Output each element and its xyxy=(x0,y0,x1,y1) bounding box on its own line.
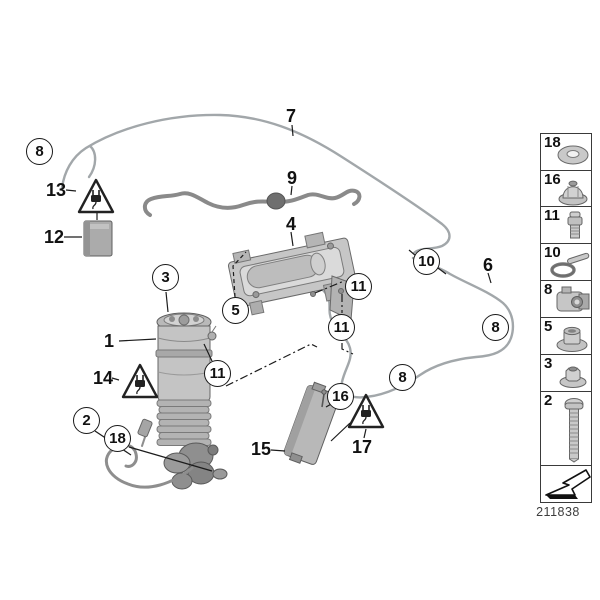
callout-15[interactable]: 15 xyxy=(250,439,272,459)
callout-5[interactable]: 5 xyxy=(222,297,249,324)
callout-6[interactable]: 6 xyxy=(482,255,494,275)
legend-item-3[interactable]: 3 xyxy=(540,353,592,392)
valve-fitting-icon xyxy=(567,211,583,239)
control-module-12 xyxy=(83,220,113,257)
callout-10[interactable]: 10 xyxy=(413,248,440,275)
clamp-icon xyxy=(550,253,590,278)
warning-triangle-14 xyxy=(121,363,159,399)
callout-13[interactable]: 13 xyxy=(45,180,67,200)
callout-11-strut[interactable]: 11 xyxy=(204,360,231,387)
holder-bracket-icon xyxy=(556,286,590,312)
air-line-7 xyxy=(60,113,451,255)
warning-triangle-13 xyxy=(77,178,115,214)
legend-item-16[interactable]: 16 xyxy=(540,169,592,208)
legend-item-10[interactable]: 10 xyxy=(540,243,592,282)
callout-8-right[interactable]: 8 xyxy=(482,314,509,341)
air-supply-unit-4 xyxy=(227,231,357,321)
callout-14[interactable]: 14 xyxy=(92,368,114,388)
legend-item-18[interactable]: 18 xyxy=(540,132,592,171)
callout-11-lower[interactable]: 11 xyxy=(328,314,355,341)
legend-arrow-box[interactable] xyxy=(540,465,592,504)
callout-12[interactable]: 12 xyxy=(43,227,65,247)
drawing-number: 211838 xyxy=(536,505,580,519)
bolt-icon xyxy=(564,397,584,463)
cable-connector xyxy=(137,418,153,438)
direction-arrow-icon xyxy=(545,469,591,500)
washer-icon xyxy=(557,145,589,165)
hose-grommet xyxy=(266,192,286,210)
callout-8-top-left[interactable]: 8 xyxy=(26,138,53,165)
callout-11-upper[interactable]: 11 xyxy=(345,273,372,300)
electrical-plug-warning-triangle-icon xyxy=(361,405,371,425)
warning-triangle-17 xyxy=(347,393,385,429)
callout-18[interactable]: 18 xyxy=(104,425,131,452)
callout-9[interactable]: 9 xyxy=(286,168,298,188)
callout-2[interactable]: 2 xyxy=(73,407,100,434)
callout-8-middle[interactable]: 8 xyxy=(389,364,416,391)
callout-7[interactable]: 7 xyxy=(285,106,297,126)
legend-item-5[interactable]: 5 xyxy=(540,316,592,355)
callout-17[interactable]: 17 xyxy=(351,437,373,457)
pressure-hose-9 xyxy=(142,188,362,217)
callout-3[interactable]: 3 xyxy=(152,264,179,291)
electrical-plug-warning-triangle-icon xyxy=(91,190,101,210)
electrical-plug-warning-triangle-icon xyxy=(135,375,145,395)
control-unit-15 xyxy=(283,381,340,465)
air-spring-strut-1 xyxy=(155,312,228,490)
legend-item-11[interactable]: 11 xyxy=(540,206,592,245)
flange-nut-icon xyxy=(556,326,588,352)
callout-16[interactable]: 16 xyxy=(327,383,354,410)
fastener-legend: 18 16 11 1 xyxy=(540,132,592,504)
callout-4[interactable]: 4 xyxy=(285,214,297,234)
hex-flange-nut-icon xyxy=(559,366,587,388)
legend-item-2[interactable]: 2 xyxy=(540,390,592,467)
callout-1[interactable]: 1 xyxy=(103,331,115,351)
cap-nut-icon xyxy=(558,180,588,206)
legend-item-8[interactable]: 8 xyxy=(540,280,592,319)
